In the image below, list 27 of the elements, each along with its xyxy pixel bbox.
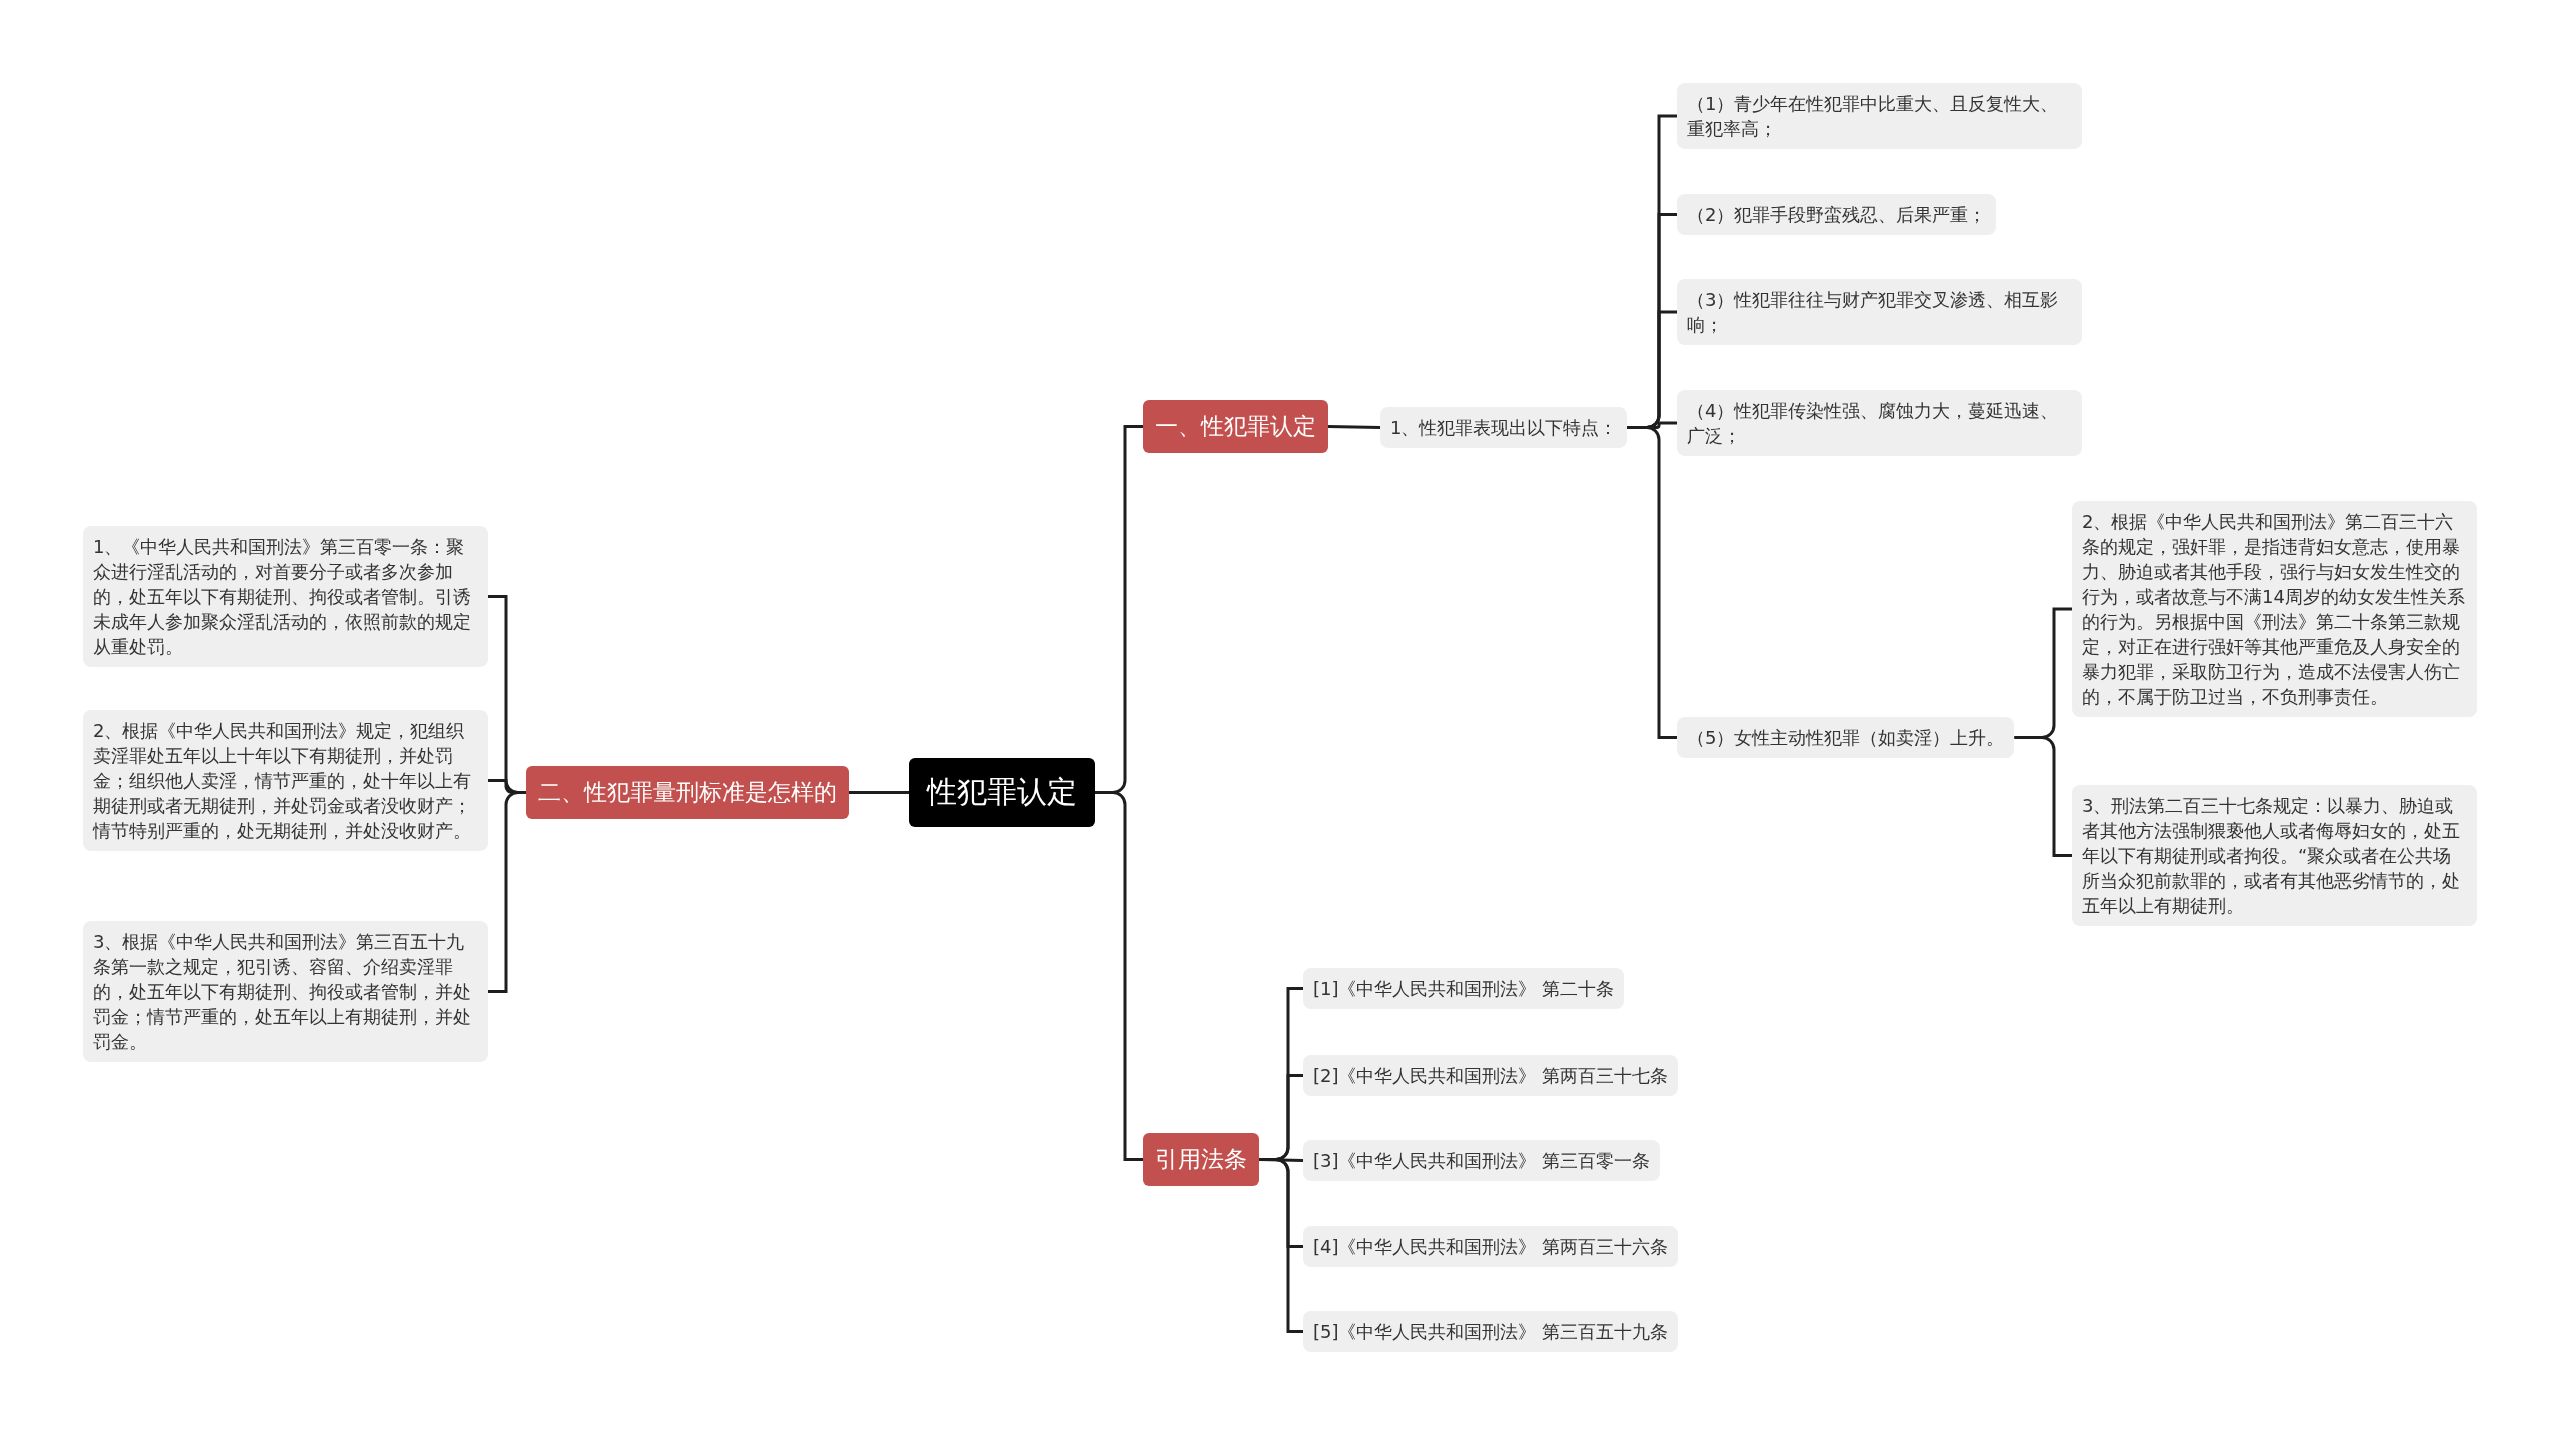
subtopic-box: [2]《中华人民共和国刑法》 第两百三十七条 xyxy=(1303,1055,1679,1096)
subtopic-box: [5]《中华人民共和国刑法》 第三百五十九条 xyxy=(1303,1311,1679,1352)
central-topic: 性犯罪认定 xyxy=(909,758,1095,827)
subtopic-box: [3]《中华人民共和国刑法》 第三百零一条 xyxy=(1303,1140,1661,1181)
subtopic-box: 2、根据《中华人民共和国刑法》第二百三十六条的规定，强奸罪，是指违背妇女意志，使用暴力、胁迫或者其他手段，强行与妇女发生性交的行为，或者故意与不满14周岁的幼女发生性关系的行为。另根据中国《刑法》第二十条第三款规定，对正在进行强奸等其他严重危及人身安全的暴力犯罪，采取防卫行为，造成不法侵害人伤亡的，不属于防卫过当，不负刑事责任。 xyxy=(2072,501,2477,717)
subtopic-box: 3、刑法第二百三十七条规定：以暴力、胁迫或者其他方法强制猥亵他人或者侮辱妇女的，处五年以下有期徒刑或者拘役。“聚众或者在公共场所当众犯前款罪的，或者有其他恶劣情节的，处五年以上有期徒刑。 xyxy=(2072,785,2477,926)
subtopic-box: 1、性犯罪表现出以下特点： xyxy=(1380,407,1628,448)
connector-line xyxy=(2014,736,2072,857)
branch-topic: 一、性犯罪认定 xyxy=(1143,400,1328,453)
connector-line xyxy=(1627,426,1677,739)
branch-topic: 引用法条 xyxy=(1143,1133,1259,1186)
subtopic-box: 3、根据《中华人民共和国刑法》第三百五十九条第一款之规定，犯引诱、容留、介绍卖淫罪的，处五年以下有期徒刑、拘役或者管制，并处罚金；情节严重的，处五年以上有期徒刑，并处罚金。 xyxy=(83,921,488,1062)
connector-line xyxy=(1095,791,1143,1161)
subtopic-box: （3）性犯罪往往与财产犯罪交叉渗透、相互影响； xyxy=(1677,279,2082,345)
connector-line xyxy=(488,791,526,993)
connector-line xyxy=(849,791,909,794)
connector-line xyxy=(1259,1158,1303,1333)
subtopic-box: [1]《中华人民共和国刑法》 第二十条 xyxy=(1303,968,1625,1009)
subtopic-box: （4）性犯罪传染性强、腐蚀力大，蔓延迅速、广泛； xyxy=(1677,390,2082,456)
subtopic-box: 2、根据《中华人民共和国刑法》规定，犯组织卖淫罪处五年以上十年以下有期徒刑，并处罚金；组织他人卖淫，情节严重的，处十年以上有期徒刑或者无期徒刑，并处罚金或者没收财产；情节特别严重的，处无期徒刑，并处没收财产。 xyxy=(83,710,488,851)
subtopic-box: （5）女性主动性犯罪（如卖淫）上升。 xyxy=(1677,717,2015,758)
branch-topic: 二、性犯罪量刑标准是怎样的 xyxy=(526,766,849,819)
subtopic-box: （1）青少年在性犯罪中比重大、且反复性大、重犯率高； xyxy=(1677,83,2082,149)
connector-line xyxy=(1327,425,1381,429)
subtopic-box: 1、《中华人民共和国刑法》第三百零一条：聚众进行淫乱活动的，对首要分子或者多次参加的，处五年以下有期徒刑、拘役或者管制。引诱未成年人参加聚众淫乱活动的，依照前款的规定从重处罚。 xyxy=(83,526,488,667)
subtopic-box: [4]《中华人民共和国刑法》 第两百三十六条 xyxy=(1303,1226,1679,1267)
subtopic-box: （2）犯罪手段野蛮残忍、后果严重； xyxy=(1677,194,1997,235)
